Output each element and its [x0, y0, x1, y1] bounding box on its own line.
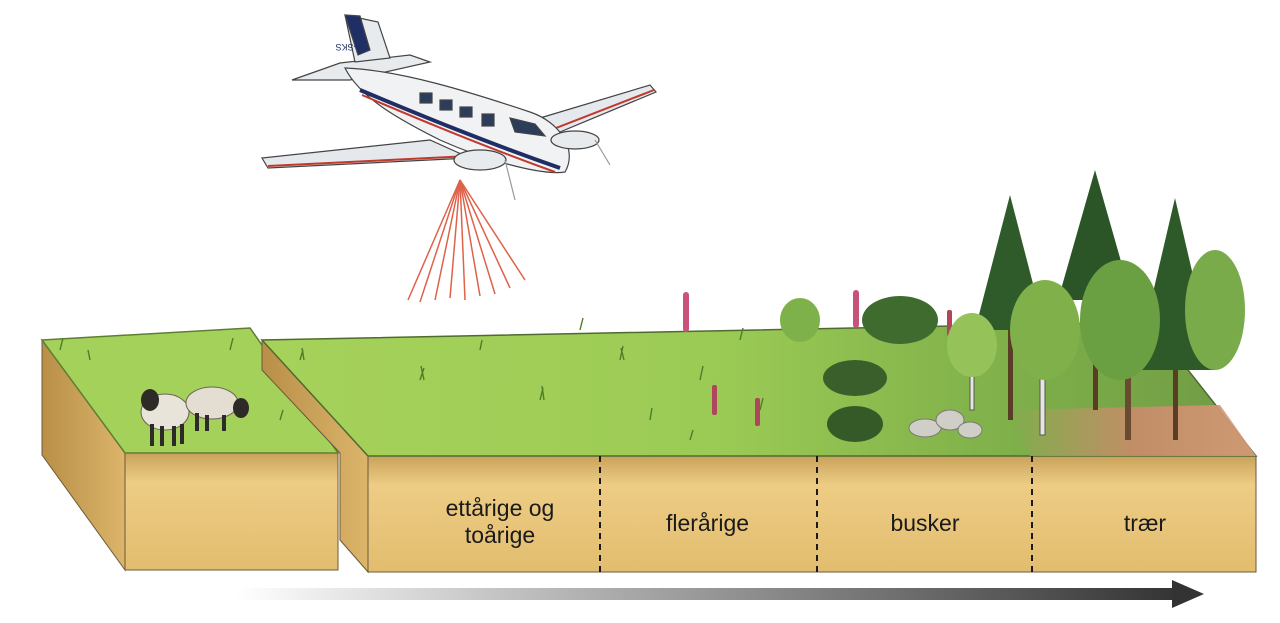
zone-label-perennial: flerårige [620, 510, 795, 537]
succession-arrow [235, 580, 1204, 608]
aircraft-registration: LN-SKS [335, 42, 368, 52]
zone-label-annual-biennial: ettårige og toårige [420, 495, 580, 549]
survey-airplane: LN-SKS [262, 15, 656, 200]
zone-label-shrubs: busker [840, 510, 1010, 537]
zone-label-trees: trær [1060, 510, 1230, 537]
pasture-soil-front [125, 453, 338, 570]
zone-label-annual-line1: ettårige og [420, 495, 580, 522]
forest-floor [1010, 405, 1256, 456]
zone-label-annual-line2: toårige [420, 522, 580, 549]
lidar-beams [408, 180, 525, 302]
